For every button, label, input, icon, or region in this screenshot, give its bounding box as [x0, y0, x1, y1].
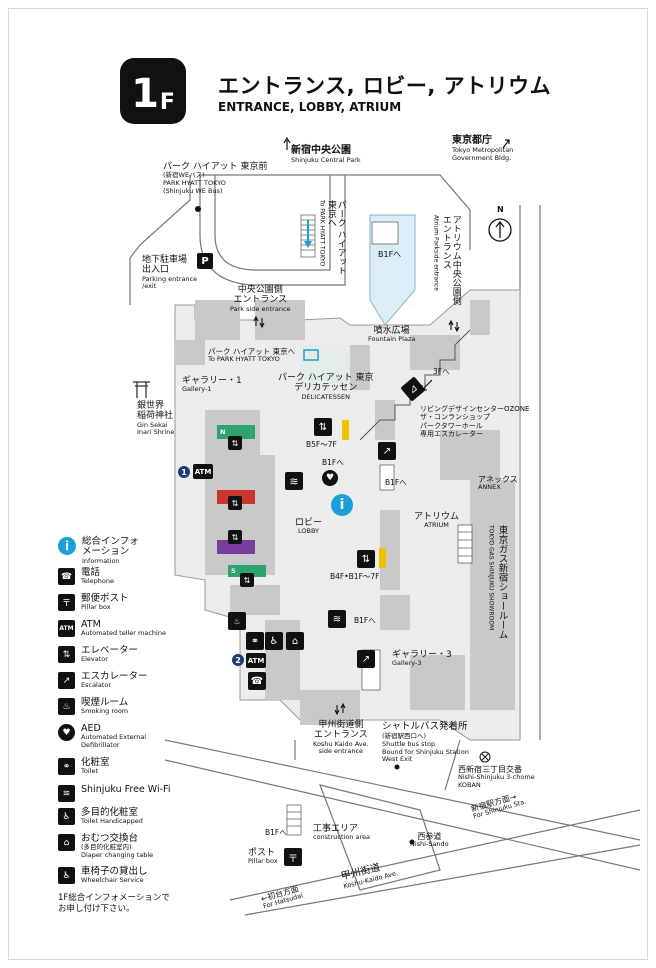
elevator-icon-b5f: ⇅ [314, 418, 332, 436]
b1f-label-2: B1Fへ [322, 458, 344, 467]
telephone-icon: ☎ [58, 568, 75, 585]
pillar-box-icon-map: 〒 [284, 848, 302, 866]
fountain-b1f-label: B1Fへ [378, 250, 402, 259]
pillar-box-icon: 〒 [58, 594, 75, 611]
escalator-icon-b1f: ↗ [378, 442, 396, 460]
elevator-n-label: N [220, 428, 226, 436]
parking-entrance-label: 地下駐車場 出入口 Parking entrance /exit [142, 255, 198, 291]
accessible-toilet-icon: ♿ [58, 808, 75, 825]
atm-2-marker: 2 [232, 654, 244, 666]
aed-icon-lobby: ♥ [322, 470, 338, 486]
smoking-room-icon-map: ♨ [228, 612, 246, 630]
info-icon-lobby: i [331, 494, 353, 516]
to-hyatt-label: パーク ハイアット 東京へ To PARK HYATT TOKYO [208, 347, 296, 363]
legend-wifi: ≋ Shinjuku Free Wi-Fi [58, 784, 170, 802]
elevator-icon-n: ⇅ [228, 436, 242, 450]
ozone-label: リビングデザインセンターOZONE ザ・コンランショップ パークタワーホール 専… [420, 405, 530, 439]
delicatessen-label: パーク ハイアット 東京 デリカテッセン DELICATESSEN [278, 373, 374, 401]
b1f-label-5: B1Fへ [265, 828, 287, 837]
b1f-label-3: B1Fへ [385, 478, 407, 487]
elevator-icon-red: ⇅ [228, 496, 242, 510]
to-park-hyatt-vertical-en: To PARK HYATT TOKYO [318, 200, 326, 267]
aed-icon: ♥ [58, 724, 75, 741]
elevator-s-label: S [231, 567, 236, 575]
atm-2-icon: ATM [246, 653, 266, 668]
atrium-label: アトリウム ATRIUM [414, 512, 460, 530]
annex-label: アネックス ANNEX [478, 475, 518, 492]
page-title-en: ENTRANCE, LOBBY, ATRIUM [218, 100, 402, 114]
lobby-label: ロビー LOBBY [295, 518, 323, 536]
b4f-7f-label: B4F•B1F〜7F [330, 572, 380, 581]
koshu-entrance-label: 甲州街道側 エントランス Koshu Kaido Ave. side entra… [313, 720, 369, 756]
construction-area-label: 工事エリア construction area [313, 824, 370, 842]
toilet-icon-map: ⚭ [246, 632, 264, 650]
b1f-label-4: B1Fへ [354, 616, 376, 625]
diaper-table-icon-map: ⌂ [286, 632, 304, 650]
atm-1-marker: 1 [178, 466, 190, 478]
post-label: ポスト Pillar box [248, 848, 278, 866]
atm-1-icon: ATM [193, 464, 213, 479]
park-side-entrance-label: 中央公園側 エントランス Park side entrance [230, 285, 291, 313]
gallery-3-label: ギャラリー・3 Gallery-3 [392, 650, 452, 668]
accessible-toilet-icon-map: ♿ [265, 632, 283, 650]
north-label: N [497, 205, 504, 214]
b5f-7f-label: B5F〜7F [306, 440, 337, 449]
floor-suffix: F [159, 90, 175, 115]
tmg-label: 東京都庁 Tokyo Metropolitan Government Bldg. [452, 135, 514, 162]
showroom-label: 東京ガス新宿ショールーム [496, 525, 508, 639]
koban-label: 西新宿三丁目交番 Nishi-Shinjuku 3-chome KOBAN [458, 765, 535, 789]
atrium-side-entrance-en: Atrium Parkside entrance [432, 215, 440, 291]
nishisando-label: 西参道 Nishi-Sando [410, 832, 449, 849]
atm-icon: ATM [58, 620, 75, 637]
wifi-icon-lobby: ≋ [285, 472, 303, 490]
elevator-icon-b4f: ⇅ [357, 550, 375, 568]
wifi-icon-south: ≋ [328, 610, 346, 628]
wheelchair-icon: ♿ [58, 867, 75, 884]
shuttle-bus-label: シャトルバス発着所 (新宿駅西口へ) Shuttle bus stop Boun… [382, 721, 469, 764]
telephone-icon-map: ☎ [248, 672, 266, 690]
to-park-hyatt-vertical: パーク ハイアット 東京へ [325, 200, 346, 275]
floor-number: 1 [131, 71, 159, 117]
fountain-plaza-label: 噴水広場 Fountain Plaza [368, 326, 416, 344]
escalator-icon-south: ↗ [357, 650, 375, 668]
escalator-icon: ↗ [58, 672, 75, 689]
elevator-icon-s: ⇅ [240, 573, 254, 587]
legend-diaper-table: ⌂ おむつ交換台(多目的化粧室内)Diaper changing table [58, 833, 153, 859]
central-park-label: 新宿中央公園 Shinjuku Central Park [291, 145, 361, 164]
elevator-icon-purple: ⇅ [228, 530, 242, 544]
park-hyatt-bus-label: パーク ハイアット 東京前 (新宿WEバス) PARK HYATT TOKYO … [163, 162, 268, 195]
gallery-1-label: ギャラリー・1 Gallery-1 [182, 376, 242, 394]
wifi-icon: ≋ [58, 785, 75, 802]
atrium-side-entrance-label: アトリウム中央公園側エントランス [440, 215, 461, 305]
parking-icon: P [197, 253, 213, 269]
elevator-icon: ⇅ [58, 646, 75, 663]
shrine-label: 銀世界 稲荷神社 Gin Sekai Inari Shrine [137, 401, 175, 437]
diaper-table-icon: ⌂ [58, 834, 75, 851]
page-title-jp: エントランス, ロビー, アトリウム [218, 74, 552, 98]
toilet-icon: ⚭ [58, 758, 75, 775]
info-icon: i [58, 537, 76, 555]
to-3f-label: 3Fへ [433, 367, 450, 376]
smoking-room-icon: ♨ [58, 698, 75, 715]
footnote: 1F総合インフォメーションで お申し付け下さい。 [58, 893, 170, 915]
showroom-label-en: TOKYO GAS SHINJUKU SHOWROOM [487, 525, 495, 631]
